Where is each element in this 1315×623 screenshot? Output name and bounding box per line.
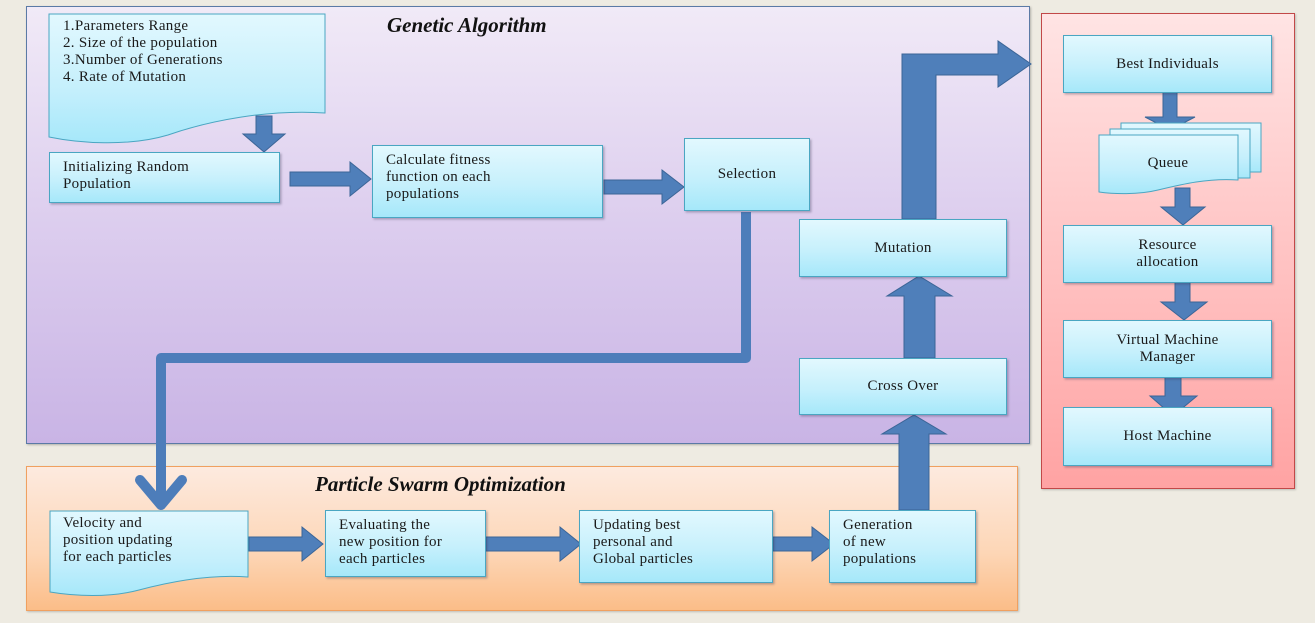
box-text: Calculate fitness [386, 152, 491, 168]
box-text: Host Machine [1123, 428, 1212, 444]
parameter-line: 1.Parameters Range [63, 18, 189, 34]
box-text: Resource [1138, 237, 1197, 253]
box-text: Selection [717, 166, 777, 182]
box-text: allocation [1136, 254, 1199, 270]
parameter-line: 2. Size of the population [63, 35, 218, 51]
box-text: Evaluating the [339, 517, 431, 533]
box-text: Cross Over [867, 378, 939, 394]
velocity-update-document: Velocity and position updating for each … [49, 510, 249, 600]
vm-manager-box: Virtual Machine Manager [1063, 320, 1272, 378]
box-text: Virtual Machine [1116, 332, 1219, 348]
box-text: Population [63, 176, 132, 192]
pso-title: Particle Swarm Optimization [315, 472, 566, 496]
resource-allocation-box: Resource allocation [1063, 225, 1272, 283]
box-text: each particles [339, 551, 426, 567]
box-text: new position for [339, 534, 443, 550]
parameter-line: 4. Rate of Mutation [63, 69, 187, 85]
best-individuals-box: Best Individuals [1063, 35, 1272, 93]
selection-box: Selection [684, 138, 810, 211]
box-text: populations [843, 551, 917, 567]
box-text: Mutation [874, 239, 932, 256]
box-text: Queue [1147, 155, 1189, 171]
box-text: personal and [593, 534, 673, 550]
ga-title: Genetic Algorithm [387, 13, 547, 37]
parameter-line: 3.Number of Generations [63, 52, 223, 68]
box-text: Initializing Random [63, 159, 190, 175]
host-machine-box: Host Machine [1063, 407, 1272, 466]
evaluate-position-box: Evaluating the new position for each par… [325, 510, 486, 577]
box-text: of new [843, 534, 887, 550]
crossover-box: Cross Over [799, 358, 1007, 415]
document-shape-icon [49, 510, 249, 596]
calculate-fitness-box: Calculate fitness function on each popul… [372, 145, 603, 218]
queue-multidocument: Queue [1098, 122, 1263, 197]
box-text: Global particles [593, 551, 694, 567]
box-text: populations [386, 186, 460, 202]
update-best-particles-box: Updating best personal and Global partic… [579, 510, 773, 583]
mutation-box: Mutation [799, 219, 1007, 277]
box-text: Generation [843, 517, 913, 533]
box-text: Manager [1139, 349, 1196, 365]
box-text: Best Individuals [1116, 55, 1219, 72]
multi-document-icon [1098, 122, 1262, 195]
initialize-population-box: Initializing Random Population [49, 152, 280, 203]
generation-populations-box: Generation of new populations [829, 510, 976, 583]
box-text: for each particles [63, 549, 172, 565]
box-text: function on each [386, 169, 491, 185]
parameters-document: 1.Parameters Range 2. Size of the popula… [48, 13, 326, 144]
box-text: Velocity and [63, 515, 142, 531]
document-shape-icon [48, 13, 326, 144]
box-text: Updating best [593, 517, 681, 533]
box-text: position updating [63, 532, 173, 548]
